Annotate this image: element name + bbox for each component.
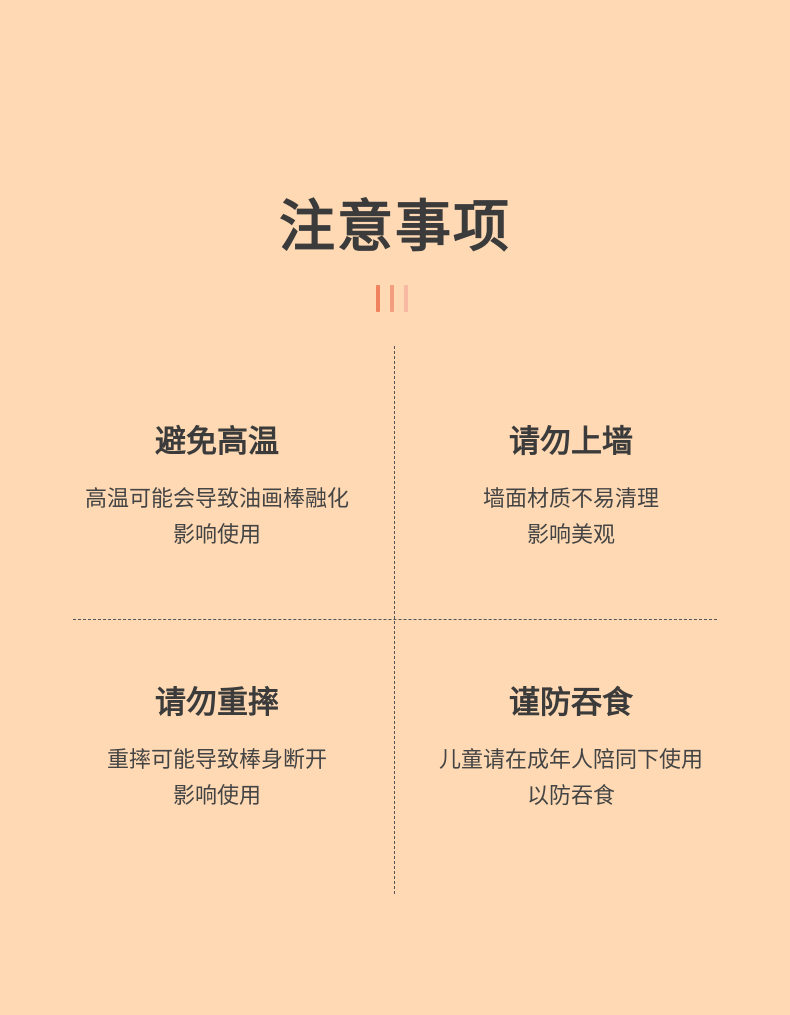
notice-heading: 避免高温 — [155, 424, 279, 460]
notice-heading: 请勿重摔 — [155, 685, 279, 721]
notice-heading: 谨防吞食 — [509, 685, 633, 721]
accent-mark — [404, 285, 408, 312]
notice-description: 重摔可能导致棒身断开 影响使用 — [52, 743, 382, 815]
notice-line: 重摔可能导致棒身断开 — [106, 748, 327, 773]
notice-line: 影响美观 — [526, 523, 615, 548]
vertical-divider — [394, 346, 395, 894]
accent-mark — [376, 285, 380, 312]
horizontal-divider — [73, 619, 717, 620]
notice-no-drop: 请勿重摔 重摔可能导致棒身断开 影响使用 — [52, 681, 382, 815]
notice-line: 影响使用 — [172, 784, 261, 809]
notice-description: 高温可能会导致油画棒融化 影响使用 — [52, 482, 382, 554]
notice-description: 墙面材质不易清理 影响美观 — [406, 482, 736, 554]
notice-no-wall: 请勿上墙 墙面材质不易清理 影响美观 — [406, 420, 736, 554]
notice-line: 以防吞食 — [526, 784, 615, 809]
notice-no-swallow: 谨防吞食 儿童请在成年人陪同下使用 以防吞食 — [406, 681, 736, 815]
notice-line: 高温可能会导致油画棒融化 — [84, 487, 349, 512]
page-title: 注意事项 — [279, 195, 511, 260]
notice-line: 儿童请在成年人陪同下使用 — [438, 748, 703, 773]
notice-description: 儿童请在成年人陪同下使用 以防吞食 — [406, 743, 736, 815]
accent-mark — [390, 285, 394, 312]
notice-avoid-heat: 避免高温 高温可能会导致油画棒融化 影响使用 — [52, 420, 382, 554]
notice-heading: 请勿上墙 — [509, 424, 633, 460]
title-accent-marks — [376, 285, 416, 313]
notice-line: 墙面材质不易清理 — [482, 487, 659, 512]
notice-line: 影响使用 — [172, 523, 261, 548]
